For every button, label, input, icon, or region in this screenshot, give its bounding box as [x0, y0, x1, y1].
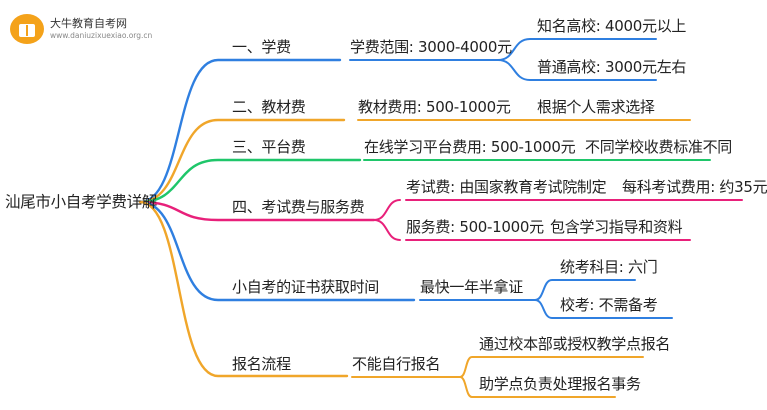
branch-line-2	[138, 158, 362, 204]
leaf-normal-univ: 普通高校: 3000元左右	[537, 58, 687, 76]
leaf-via-school: 通过校本部或授权教学点报名	[479, 335, 671, 353]
leaf-assist-center: 助学点负责处理报名事务	[479, 375, 641, 393]
leaf-service-includes: 包含学习指导和资料	[550, 218, 683, 236]
node-platform-cost: 在线学习平台费用: 500-1000元	[364, 138, 576, 156]
leaf-line-4b	[534, 299, 673, 319]
node-tuition-range: 学费范围: 3000-4000元	[350, 38, 512, 56]
leaf-line-5b	[459, 376, 616, 398]
branch-line-1	[138, 118, 346, 204]
branch-tuition: 一、学费	[232, 38, 291, 56]
leaf-platform-diff: 不同学校收费标准不同	[585, 138, 733, 156]
node-curve-3b	[373, 219, 401, 241]
leaf-famous-univ: 知名高校: 4000元以上	[537, 17, 687, 35]
mind-map-links	[138, 38, 743, 398]
logo-name: 大牛教育自考网	[50, 17, 127, 30]
node-exam-fee: 考试费: 由国家教育考试院制定	[406, 178, 607, 196]
leaf-line-4a	[534, 279, 636, 301]
branch-line-5	[138, 200, 349, 378]
branch-line-0	[138, 58, 342, 204]
branch-textbook: 二、教材费	[232, 98, 306, 116]
node-no-self-signup: 不能自行报名	[352, 355, 441, 373]
leaf-textbook-choice: 根据个人需求选择	[537, 98, 655, 116]
branch-certificate: 小自考的证书获取时间	[232, 278, 380, 296]
branch-line-3	[138, 200, 376, 222]
node-service-fee: 服务费: 500-1000元	[406, 218, 544, 236]
leaf-line-5a	[459, 356, 644, 378]
node-curve-3a	[373, 199, 401, 221]
logo: 大牛教育自考网 www.daniuzixuexiao.org.cn	[10, 12, 160, 48]
branch-registration: 报名流程	[232, 355, 291, 373]
root-topic: 汕尾市小自考学费详解	[5, 193, 158, 211]
leaf-line-0a	[497, 38, 657, 61]
branch-platform: 三、平台费	[232, 138, 306, 156]
leaf-unified-exams: 统考科目: 六门	[560, 258, 658, 276]
logo-url: www.daniuzixuexiao.org.cn	[50, 31, 153, 40]
leaf-exam-per-subject: 每科考试费用: 约35元	[622, 178, 767, 196]
book-logo-icon	[10, 14, 44, 44]
branch-line-4	[138, 200, 416, 302]
branch-exam-service: 四、考试费与服务费	[232, 198, 365, 216]
node-textbook-cost: 教材费用: 500-1000元	[358, 98, 511, 116]
mind-map: 大牛教育自考网 www.daniuzixuexiao.org.cn 汕尾市小自考…	[5, 12, 767, 398]
node-cert-time: 最快一年半拿证	[420, 278, 523, 296]
leaf-line-0b	[497, 59, 657, 81]
leaf-school-exams: 校考: 不需备考	[560, 296, 658, 314]
